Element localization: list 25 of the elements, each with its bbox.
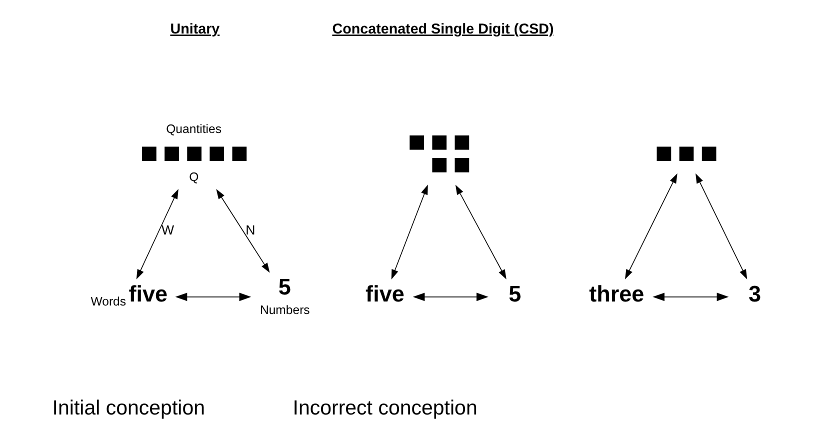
arrow: [652, 292, 729, 302]
arrow: [175, 292, 252, 302]
node-label: Quantities: [166, 122, 222, 136]
edge-label: N: [246, 222, 256, 238]
arrow: [624, 173, 678, 280]
node-label: Numbers: [260, 302, 310, 317]
node-text: three: [589, 282, 644, 307]
node-label: Q: [189, 170, 199, 184]
arrow: [391, 184, 428, 280]
label: Unitary: [170, 22, 220, 38]
node-text: 5: [278, 274, 291, 300]
arrow: [216, 189, 270, 273]
label: Incorrect conception: [292, 396, 478, 420]
arrow: [136, 188, 178, 280]
node-text: 5: [508, 282, 522, 307]
arrow: [455, 184, 506, 280]
edge-label: W: [162, 222, 174, 238]
arrow: [696, 173, 748, 280]
node-label: Words: [90, 294, 126, 309]
node-text: five: [366, 282, 404, 307]
node-text: five: [128, 282, 168, 307]
arrow: [412, 292, 488, 302]
label: Initial conception: [52, 396, 206, 420]
label: Concatenated Single Digit (CSD): [332, 22, 554, 38]
node-text: 3: [748, 282, 762, 307]
